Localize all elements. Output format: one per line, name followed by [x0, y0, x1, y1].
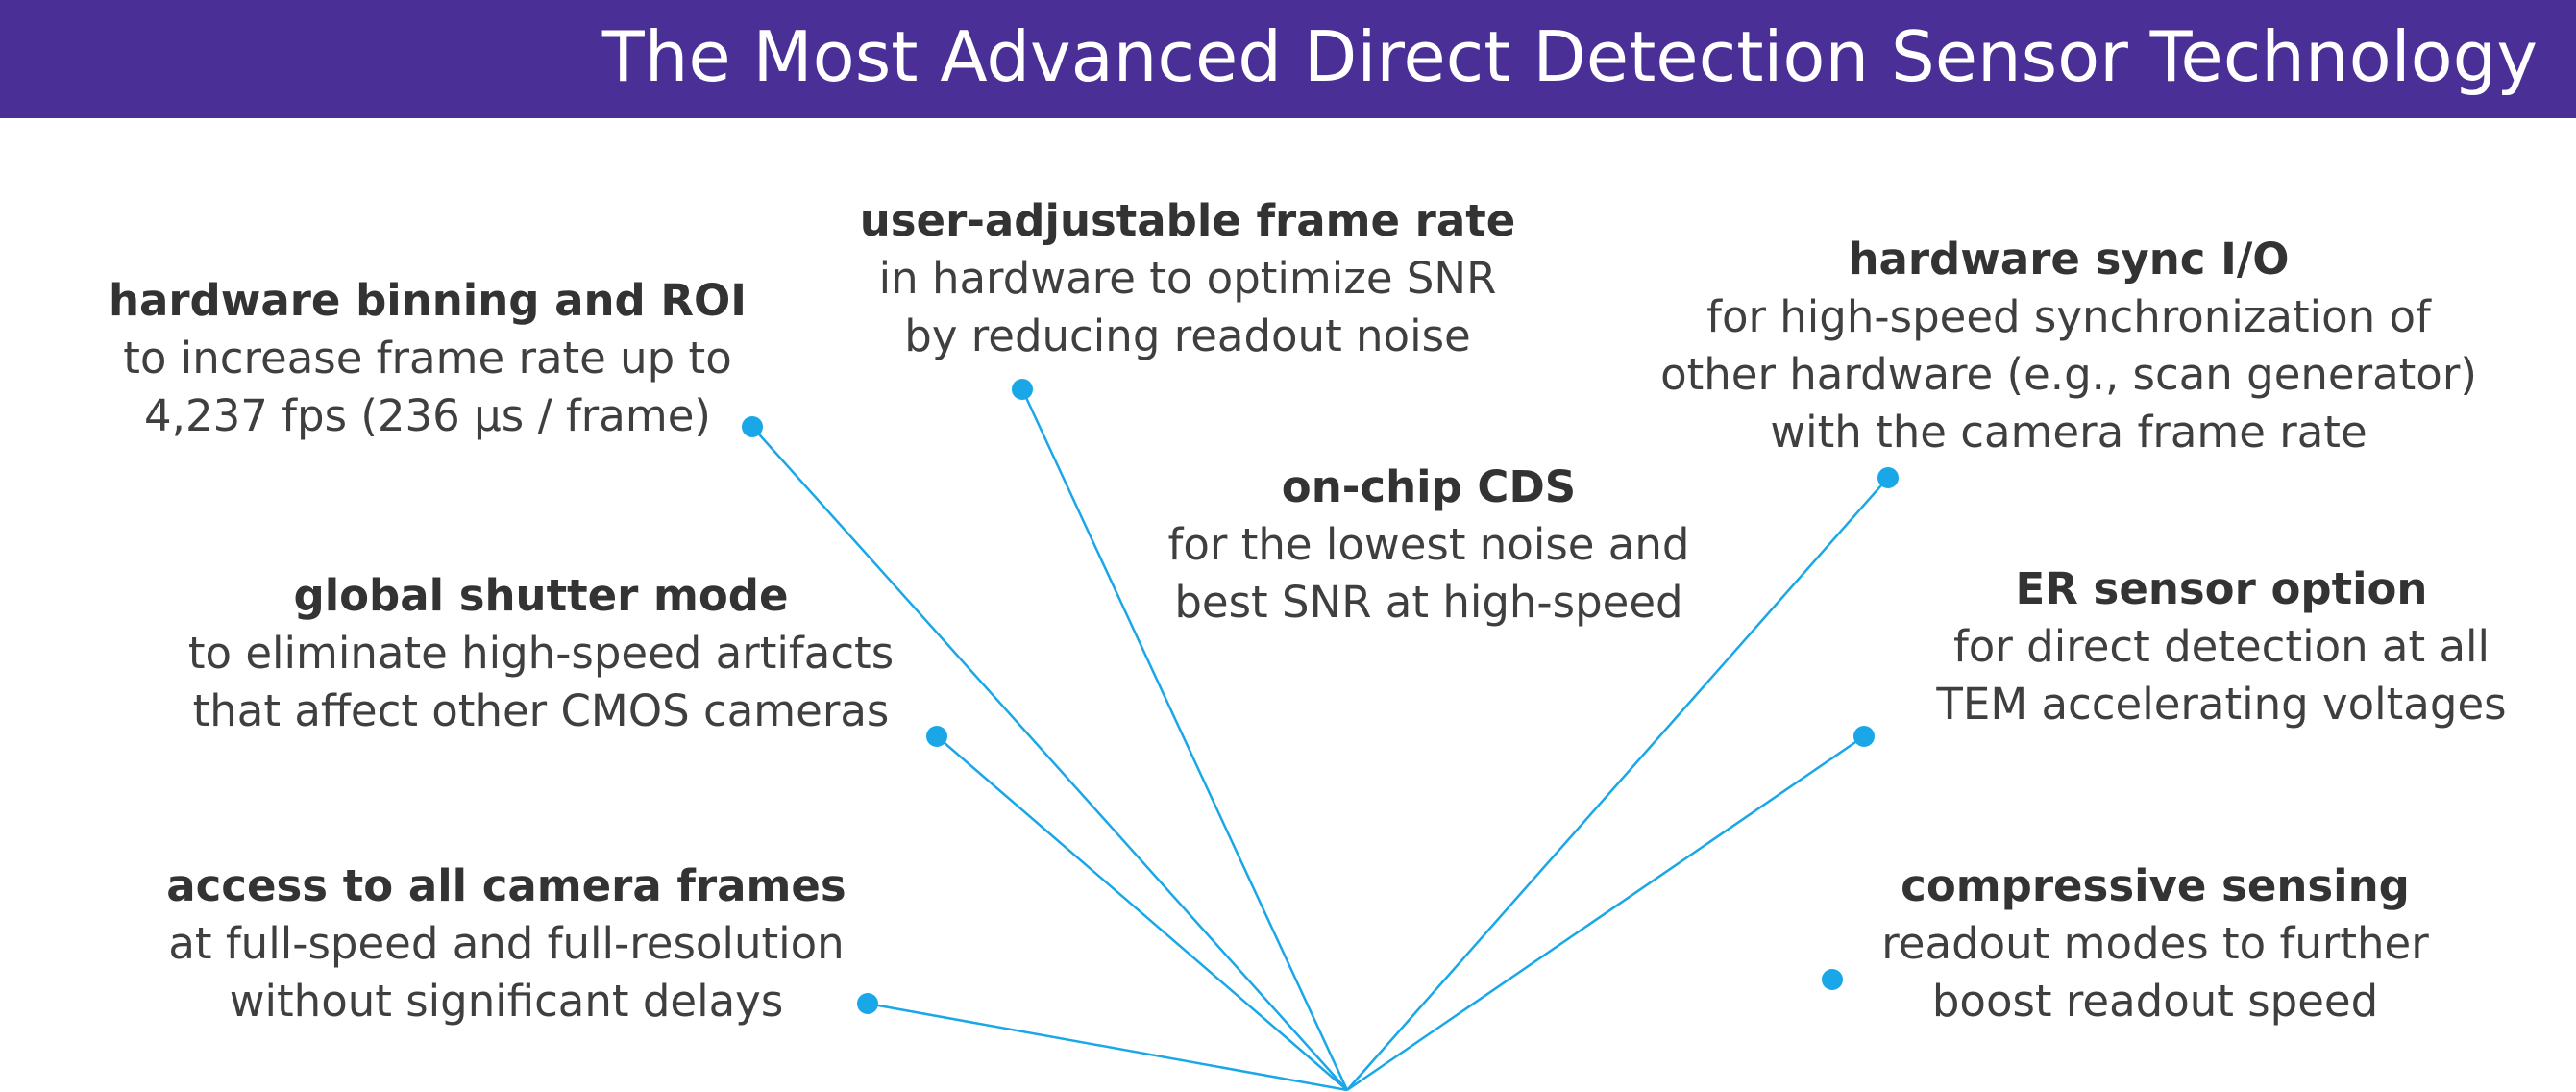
callout-global-shutter: global shutter mode to eliminate high-sp… — [188, 567, 894, 740]
connector-line-binning — [751, 426, 1348, 1091]
callout-frame-rate: user-adjustable frame rate in hardware t… — [860, 192, 1516, 365]
connector-dot-binning — [742, 416, 763, 437]
callout-text-line: to eliminate high-speed artifacts — [187, 628, 895, 679]
callout-camera-frames: access to all camera frames at full-spee… — [166, 857, 846, 1030]
callout-text-line: boost readout speed — [1931, 976, 2379, 1027]
callout-text-line: with the camera frame rate — [1770, 407, 2367, 458]
page-title: The Most Advanced Direct Detection Senso… — [601, 16, 2538, 97]
callout-text-line: TEM accelerating voltages — [1936, 679, 2507, 730]
callout-text-line: for the lowest noise and — [1167, 519, 1690, 570]
connector-dots — [742, 379, 1899, 1014]
callout-text-line: for direct detection at all — [1952, 621, 2490, 672]
callout-text-line: that affect other CMOS cameras — [192, 685, 890, 736]
callout-title: hardware binning and ROI — [108, 275, 748, 326]
header-banner: The Most Advanced Direct Detection Senso… — [0, 0, 2576, 118]
callout-title: on-chip CDS — [1281, 461, 1577, 512]
connector-line-camera-frames — [867, 1002, 1348, 1092]
connector-line-er-sensor — [1346, 734, 1865, 1092]
callout-title: compressive sensing — [1901, 860, 2410, 911]
connector-line-frame-rate — [1020, 388, 1349, 1091]
callout-text-line: by reducing readout noise — [904, 310, 1471, 361]
callout-sync-io: hardware sync I/O for high-speed synchro… — [1660, 231, 2477, 461]
callout-text-line: in hardware to optimize SNR — [878, 253, 1497, 304]
callout-compressive-sensing: compressive sensing readout modes to fur… — [1881, 857, 2428, 1030]
callout-text-line: to increase frame rate up to — [123, 333, 732, 384]
connector-lines — [751, 388, 1889, 1092]
callout-title: ER sensor option — [2015, 563, 2428, 614]
callout-title: user-adjustable frame rate — [859, 195, 1516, 246]
callout-text-line: for high-speed synchronization of — [1706, 291, 2431, 342]
callout-text-line: other hardware (e.g., scan generator) — [1660, 349, 2477, 400]
connector-dot-global-shutter — [926, 726, 947, 747]
callout-text-line: 4,237 fps (236 µs / frame) — [144, 390, 711, 441]
connector-line-global-shutter — [936, 735, 1348, 1091]
callout-hardware-binning: hardware binning and ROI to increase fra… — [109, 272, 747, 445]
callout-on-chip-cds: on-chip CDS for the lowest noise and bes… — [1168, 459, 1690, 632]
connector-dot-camera-frames — [857, 993, 878, 1014]
callout-title: access to all camera frames — [166, 860, 846, 911]
callout-er-sensor: ER sensor option for direct detection at… — [1936, 560, 2506, 733]
callout-text-line: readout modes to further — [1881, 918, 2429, 969]
callout-title: hardware sync I/O — [1848, 234, 2290, 285]
callout-text-line: at full-speed and full-resolution — [168, 918, 845, 969]
connector-dot-compressive — [1822, 969, 1843, 990]
connector-line-sync-io — [1346, 477, 1889, 1091]
callout-title: global shutter mode — [293, 570, 789, 621]
connector-dot-sync-io — [1877, 467, 1899, 488]
callout-text-line: best SNR at high-speed — [1174, 577, 1683, 628]
callout-text-line: without significant delays — [229, 976, 784, 1027]
connector-dot-frame-rate — [1012, 379, 1033, 400]
connector-dot-er-sensor — [1853, 726, 1875, 747]
